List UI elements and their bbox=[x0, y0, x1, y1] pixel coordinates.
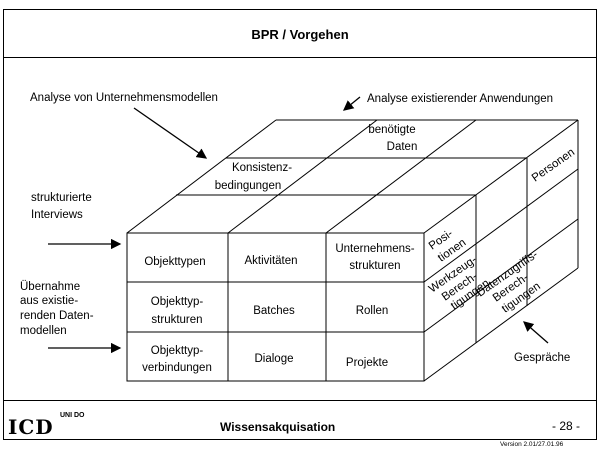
label-uebernahme-2: aus existie- bbox=[20, 295, 78, 307]
front-cell-labels: Objekttypen Aktivitäten Unternehmens- st… bbox=[142, 243, 415, 374]
footer-title: Wissensakquisation bbox=[220, 420, 336, 434]
cell-objekttypverbindungen-2: verbindungen bbox=[142, 362, 212, 374]
version-label: Version 2.01/27.01.96 bbox=[500, 441, 564, 448]
cell-projekte: Projekte bbox=[346, 357, 388, 369]
content-frame bbox=[3, 57, 597, 401]
icd-logo: ICD bbox=[8, 415, 54, 439]
slide-title: BPR / Vorgehen bbox=[251, 27, 349, 42]
cube-top-face bbox=[126, 119, 579, 234]
cell-batches: Batches bbox=[253, 305, 295, 317]
arrow-analyse-anwendungen bbox=[342, 96, 361, 111]
cube-front-face bbox=[126, 232, 425, 382]
label-gespraeche: Gespräche bbox=[514, 352, 570, 364]
cell-objekttypverbindungen-1: Objekttyp- bbox=[151, 345, 204, 357]
label-uebernahme-3: renden Daten- bbox=[20, 310, 94, 322]
annotation-arrows bbox=[48, 96, 549, 354]
cell-unternehmensstrukturen-1: Unternehmens- bbox=[335, 243, 414, 255]
side-face-labels: Personen Posi- tionen Werkzeug- Berech- … bbox=[427, 146, 577, 315]
top-benoetigte: benötigte bbox=[368, 124, 415, 136]
footer-frame bbox=[3, 400, 597, 440]
cell-objekttypstrukturen-1: Objekttyp- bbox=[151, 296, 204, 308]
top-konsistenz: Konsistenz- bbox=[232, 162, 292, 174]
unido-logo: UNI DO bbox=[60, 412, 85, 419]
cell-rollen: Rollen bbox=[356, 305, 389, 317]
cell-aktivitaeten: Aktivitäten bbox=[244, 255, 297, 267]
top-face-labels: benötigte Daten Konsistenz- bedingungen bbox=[215, 124, 418, 192]
label-uebernahme-1: Übernahme bbox=[20, 281, 80, 293]
cell-objekttypstrukturen-2: strukturen bbox=[151, 314, 202, 326]
cell-objekttypen: Objekttypen bbox=[144, 256, 205, 268]
arrow-gespraeche bbox=[523, 321, 549, 344]
side-personen: Personen bbox=[530, 146, 577, 184]
label-strukturierte: strukturierte bbox=[31, 192, 92, 204]
label-interviews: Interviews bbox=[31, 209, 83, 221]
arrow-analyse-modelle bbox=[133, 107, 208, 159]
cube-side-face bbox=[423, 120, 579, 382]
title-frame bbox=[3, 9, 597, 58]
label-analyse-unternehmensmodelle: Analyse von Unternehmensmodellen bbox=[30, 92, 218, 104]
label-analyse-anwendungen: Analyse existierender Anwendungen bbox=[367, 93, 553, 105]
cell-unternehmensstrukturen-2: strukturen bbox=[349, 260, 400, 272]
top-bedingungen: bedingungen bbox=[215, 180, 282, 192]
label-uebernahme-4: modellen bbox=[20, 325, 67, 337]
page-number: - 28 - bbox=[552, 419, 581, 433]
cell-dialoge: Dialoge bbox=[255, 353, 294, 365]
top-daten: Daten bbox=[387, 141, 418, 153]
annotation-labels: Analyse von Unternehmensmodellen Analyse… bbox=[20, 92, 570, 364]
